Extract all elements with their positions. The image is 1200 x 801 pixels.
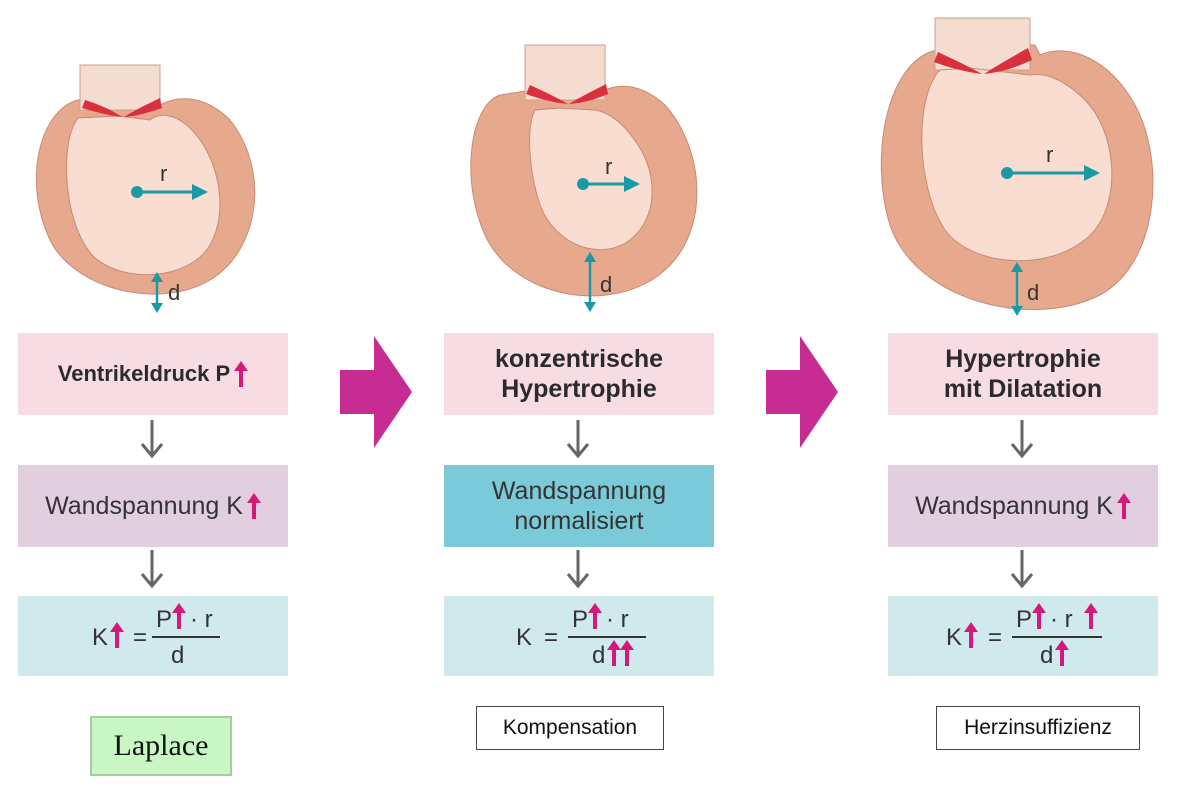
wall-tension-label-line2: normalisiert xyxy=(514,507,644,535)
valve-left xyxy=(934,52,982,74)
valve-right xyxy=(569,84,608,104)
formula-numerator-p: P xyxy=(156,606,173,633)
kompensation-label: Kompensation xyxy=(476,706,664,750)
wall-arrowhead-top xyxy=(151,272,163,282)
increase-arrow-icon xyxy=(172,603,186,629)
aorta xyxy=(79,64,161,111)
wall-thickness-label: d xyxy=(1027,280,1039,305)
wall-tension-normalized-box: Wandspannung normalisiert xyxy=(444,465,714,547)
valve-left xyxy=(526,85,568,104)
cause-label-line2: mit Dilatation xyxy=(943,375,1103,403)
formula-numerator-p: P xyxy=(1016,606,1033,633)
radius-label: r xyxy=(160,161,167,186)
wall-tension-label: Wandspannung K xyxy=(45,492,243,520)
aorta xyxy=(934,17,1031,71)
wall-thickness-label: d xyxy=(600,272,612,297)
formula-equals: = xyxy=(133,624,148,651)
formula-lhs: K xyxy=(516,624,533,651)
valve-right xyxy=(124,98,162,117)
wall-arrowhead-top xyxy=(1011,262,1023,272)
increase-arrow-icon xyxy=(1032,603,1046,629)
aorta xyxy=(524,44,606,101)
formula-denominator: d xyxy=(592,642,606,669)
increase-arrow-icon xyxy=(1084,603,1098,629)
cause-label-line1: Hypertrophie xyxy=(945,345,1101,373)
flow-down-arrow-icon xyxy=(1010,550,1034,589)
transition-arrow-icon xyxy=(340,336,412,448)
wall-arrowhead-bottom xyxy=(151,303,163,313)
increase-arrow-icon xyxy=(620,640,634,666)
increase-arrow-icon xyxy=(607,640,621,666)
formula-equals: = xyxy=(988,624,1003,651)
increase-arrow-icon xyxy=(588,603,602,629)
radius-label: r xyxy=(1046,142,1053,167)
cause-label-line2: Hypertrophie xyxy=(501,375,657,403)
heart-diagram-concentric-hypertrophy: r d xyxy=(470,44,698,312)
radius-label: r xyxy=(605,154,612,179)
heart-diagram-normal: r d xyxy=(35,64,256,313)
cause-box-concentric-hypertrophy: konzentrische Hypertrophie xyxy=(444,333,714,415)
wall-tension-box: Wandspannung K xyxy=(888,465,1158,547)
flow-down-arrow-icon xyxy=(566,420,590,459)
formula-fraction-line xyxy=(568,636,646,638)
increase-arrow-icon xyxy=(234,361,249,387)
increase-arrow-icon xyxy=(964,622,978,648)
wall-arrowhead-bottom xyxy=(584,302,596,312)
formula-denominator: d xyxy=(171,642,185,669)
wall-arrowhead-bottom xyxy=(1011,306,1023,316)
formula-lhs: K xyxy=(946,624,963,651)
wall-thickness-label: d xyxy=(168,280,180,305)
laplace-formula: K = P · r d xyxy=(444,596,714,676)
formula-denominator: d xyxy=(1040,642,1054,669)
formula-numerator-r: · r xyxy=(1050,606,1073,633)
cause-label: Ventrikeldruck P xyxy=(57,361,231,386)
increase-arrow-icon xyxy=(110,622,124,648)
flow-down-arrow-icon xyxy=(566,550,590,589)
formula-numerator-r: · r xyxy=(606,606,629,633)
formula-numerator-p: P xyxy=(572,606,589,633)
formula-numerator-r: · r xyxy=(190,606,213,633)
flow-down-arrow-icon xyxy=(1010,420,1034,459)
wall-arrowhead-top xyxy=(584,252,596,262)
laplace-formula: K = P · r d xyxy=(18,596,288,676)
radius-arrowhead xyxy=(192,184,208,200)
formula-equals: = xyxy=(544,624,559,651)
increase-arrow-icon xyxy=(1116,493,1131,519)
flow-down-arrow-icon xyxy=(140,420,164,459)
radius-arrowhead xyxy=(624,176,640,192)
cause-label-line1: konzentrische xyxy=(494,345,664,373)
left-ventricle-cavity xyxy=(529,107,653,251)
cause-box-ventricular-pressure: Ventrikeldruck P xyxy=(18,333,288,415)
transition-arrow-icon xyxy=(766,336,838,448)
radius-arrowhead xyxy=(1084,165,1100,181)
increase-arrow-icon xyxy=(1055,640,1069,666)
flow-down-arrow-icon xyxy=(140,550,164,589)
wall-tension-label-line1: Wandspannung xyxy=(491,477,667,505)
laplace-formula: K = P · r d xyxy=(888,596,1158,676)
cause-box-hypertrophy-dilatation: Hypertrophie mit Dilatation xyxy=(888,333,1158,415)
laplace-label: Laplace xyxy=(90,716,232,776)
wall-tension-label: Wandspannung K xyxy=(915,492,1113,520)
increase-arrow-icon xyxy=(246,493,261,519)
valve-left xyxy=(82,100,122,117)
heart-diagram-dilated-hypertrophy: r d xyxy=(880,17,1154,316)
formula-fraction-line xyxy=(1012,636,1102,638)
left-ventricle-cavity xyxy=(66,114,221,276)
left-ventricle-cavity xyxy=(921,67,1113,262)
formula-fraction-line xyxy=(152,636,220,638)
wall-tension-box: Wandspannung K xyxy=(18,465,288,547)
formula-lhs: K xyxy=(92,624,109,651)
valve-right xyxy=(984,48,1032,74)
herzinsuffizienz-label: Herzinsuffizienz xyxy=(936,706,1140,750)
